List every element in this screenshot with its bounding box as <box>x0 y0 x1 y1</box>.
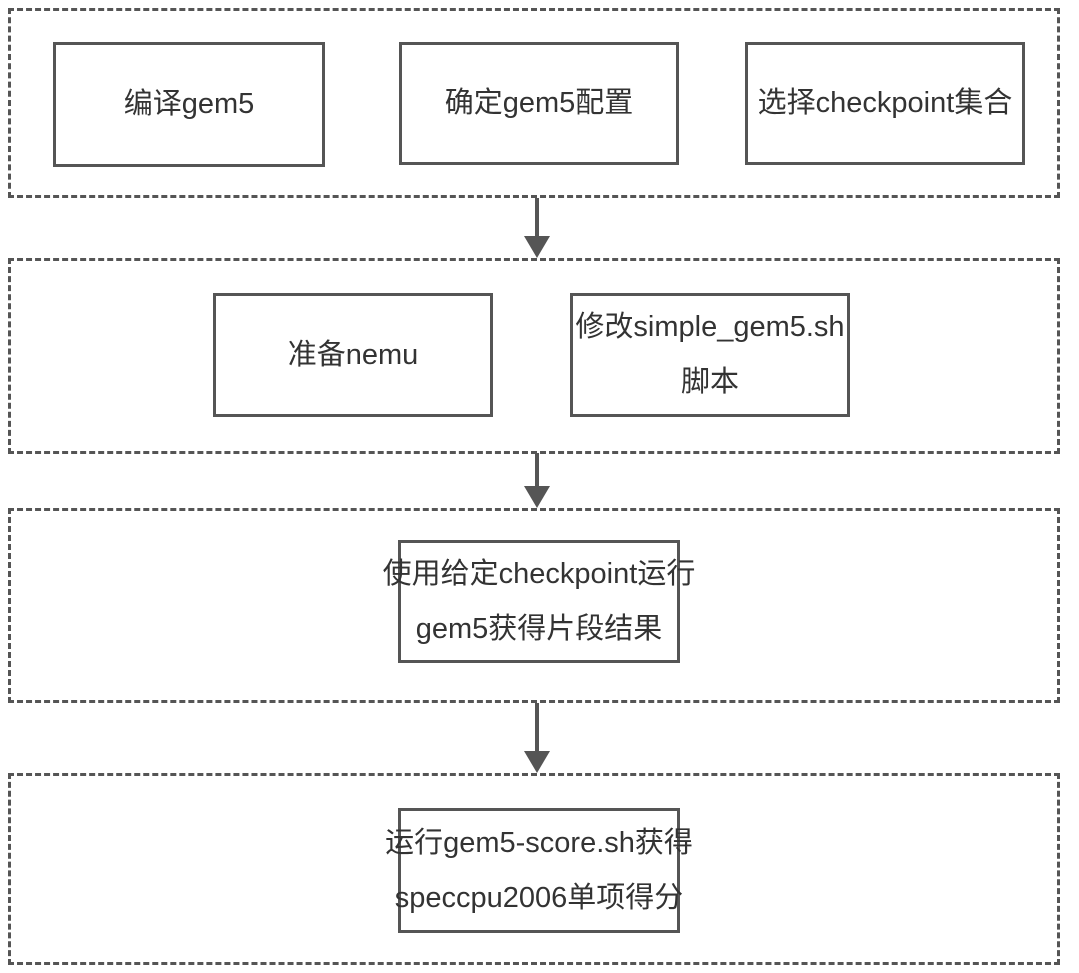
step-label: 确定gem5配置 <box>444 87 634 119</box>
step-run-gem5-score: 运行gem5-score.sh获得 speccpu2006单项得分 <box>385 808 693 933</box>
step-determine-gem5-config: 确定gem5配置 <box>399 42 679 165</box>
step-label: 编译gem5 <box>123 88 255 120</box>
stage-group-1: 编译gem5 确定gem5配置 选择checkpoint集合 <box>8 8 1060 198</box>
stage-group-4: 运行gem5-score.sh获得 speccpu2006单项得分 <box>8 773 1060 965</box>
stage-group-2: 准备nemu 修改simple_gem5.sh 脚本 <box>8 258 1060 454</box>
down-arrow-icon <box>517 453 557 508</box>
step-label-line-1: 运行gem5-score.sh获得 <box>385 826 693 859</box>
step-label-line-2: 脚本 <box>680 366 739 398</box>
step-select-checkpoint-set: 选择checkpoint集合 <box>745 42 1025 165</box>
step-modify-simple-gem5-script: 修改simple_gem5.sh 脚本 <box>570 293 850 417</box>
stage-group-3: 使用给定checkpoint运行 gem5获得片段结果 <box>8 508 1060 703</box>
step-run-gem5-with-checkpoint: 使用给定checkpoint运行 gem5获得片段结果 <box>383 540 695 663</box>
down-arrow-icon <box>517 703 557 773</box>
step-label-line-1: 使用给定checkpoint运行 <box>382 557 696 590</box>
step-label-line-1: 修改simple_gem5.sh <box>575 311 845 343</box>
step-label: 准备nemu <box>287 338 419 371</box>
step-compile-gem5: 编译gem5 <box>53 42 325 167</box>
step-label: 选择checkpoint集合 <box>757 87 1013 119</box>
step-prepare-nemu: 准备nemu <box>213 293 493 417</box>
step-label-line-2: speccpu2006单项得分 <box>394 881 684 914</box>
step-label-line-2: gem5获得片段结果 <box>415 612 663 645</box>
down-arrow-icon <box>517 198 557 258</box>
